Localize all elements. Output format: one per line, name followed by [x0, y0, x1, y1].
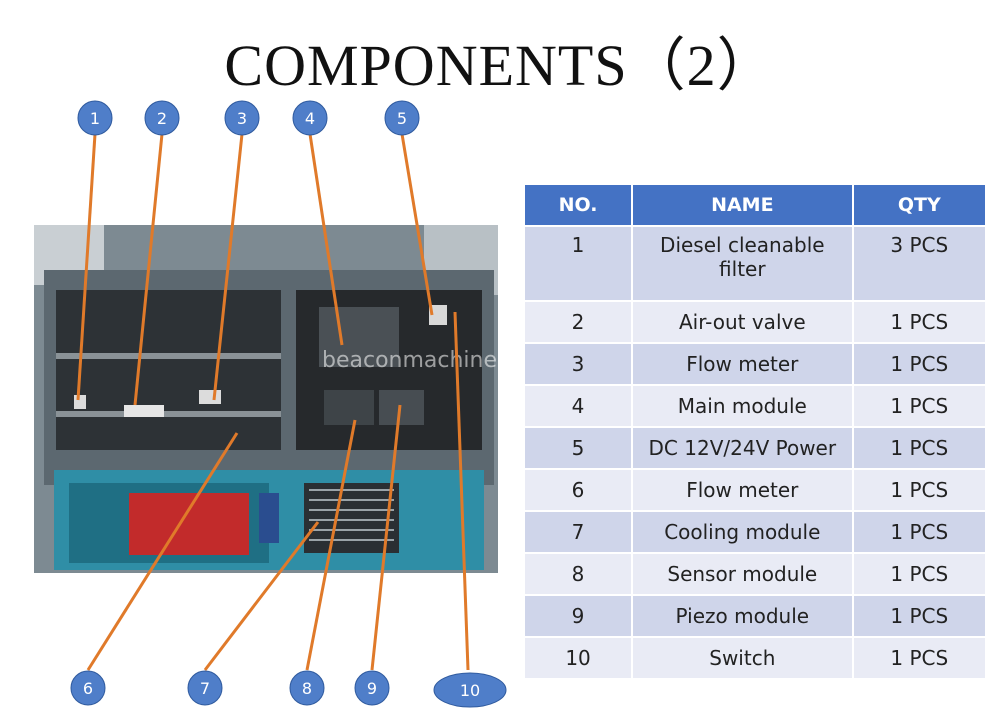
callout-label-7: 7 — [200, 679, 210, 698]
table-row: 7 Cooling module 1 PCS — [525, 512, 985, 552]
cell-no: 2 — [525, 302, 632, 342]
cell-name: DC 12V/24V Power — [633, 428, 852, 468]
cell-qty: 1 PCS — [853, 428, 985, 468]
callout-label-5: 5 — [397, 109, 407, 128]
leader-line-6 — [86, 432, 239, 671]
leader-line-5 — [400, 133, 434, 316]
cell-qty: 1 PCS — [853, 638, 985, 678]
cell-name: Air-out valve — [633, 302, 852, 342]
leader-line-10 — [453, 311, 470, 671]
leader-line-8 — [305, 419, 357, 671]
callout-6 — [70, 670, 106, 706]
cell-no: 9 — [525, 596, 632, 636]
callout-label-3: 3 — [237, 109, 247, 128]
callout-2 — [144, 100, 180, 136]
cell-qty: 1 PCS — [853, 554, 985, 594]
cell-name: Main module — [633, 386, 852, 426]
page-title: COMPONENTS（2） — [224, 33, 776, 98]
components-table: NO. NAME QTY 1 Diesel cleanable filter 3… — [523, 183, 987, 680]
table-row: 8 Sensor module 1 PCS — [525, 554, 985, 594]
callout-9 — [354, 670, 390, 706]
leader-line-7 — [203, 521, 320, 671]
table-row: 1 Diesel cleanable filter 3 PCS — [525, 227, 985, 300]
cell-no: 5 — [525, 428, 632, 468]
table-row: 2 Air-out valve 1 PCS — [525, 302, 985, 342]
cell-name: Flow meter — [633, 470, 852, 510]
leader-line-2 — [133, 133, 164, 406]
cell-name: Cooling module — [633, 512, 852, 552]
cell-qty: 1 PCS — [853, 470, 985, 510]
cell-name: Switch — [633, 638, 852, 678]
table-row: 6 Flow meter 1 PCS — [525, 470, 985, 510]
leader-line-1 — [76, 133, 97, 401]
cell-qty: 1 PCS — [853, 512, 985, 552]
cell-name: Piezo module — [633, 596, 852, 636]
callout-3 — [224, 100, 260, 136]
callout-8 — [289, 670, 325, 706]
table-row: 5 DC 12V/24V Power 1 PCS — [525, 428, 985, 468]
cell-qty: 3 PCS — [853, 227, 985, 300]
header-no: NO. — [525, 185, 632, 225]
callout-label-6: 6 — [83, 679, 93, 698]
callout-10 — [433, 672, 507, 708]
cell-qty: 1 PCS — [853, 302, 985, 342]
cell-no: 4 — [525, 386, 632, 426]
equipment-photo — [34, 225, 498, 573]
cell-name: Sensor module — [633, 554, 852, 594]
cell-qty: 1 PCS — [853, 344, 985, 384]
table-row: 4 Main module 1 PCS — [525, 386, 985, 426]
cell-no: 6 — [525, 470, 632, 510]
header-name: NAME — [633, 185, 852, 225]
cell-no: 7 — [525, 512, 632, 552]
callout-label-9: 9 — [367, 679, 377, 698]
cell-name: Diesel cleanable filter — [633, 227, 852, 300]
cell-no: 10 — [525, 638, 632, 678]
callout-7 — [187, 670, 223, 706]
leader-line-3 — [212, 133, 244, 401]
callout-label-2: 2 — [157, 109, 167, 128]
cell-qty: 1 PCS — [853, 386, 985, 426]
callout-4 — [292, 100, 328, 136]
table-row: 10 Switch 1 PCS — [525, 638, 985, 678]
callout-label-8: 8 — [302, 679, 312, 698]
callout-label-10: 10 — [460, 681, 480, 700]
callout-5 — [384, 100, 420, 136]
cell-no: 3 — [525, 344, 632, 384]
callout-1 — [77, 100, 113, 136]
callout-label-1: 1 — [90, 109, 100, 128]
cell-no: 8 — [525, 554, 632, 594]
leader-line-4 — [308, 133, 344, 346]
callout-label-4: 4 — [305, 109, 315, 128]
cell-qty: 1 PCS — [853, 596, 985, 636]
cell-name: Flow meter — [633, 344, 852, 384]
header-qty: QTY — [853, 185, 985, 225]
table-row: 3 Flow meter 1 PCS — [525, 344, 985, 384]
table-header-row: NO. NAME QTY — [525, 185, 985, 225]
table-row: 9 Piezo module 1 PCS — [525, 596, 985, 636]
leader-line-9 — [370, 404, 402, 671]
cell-no: 1 — [525, 227, 632, 300]
